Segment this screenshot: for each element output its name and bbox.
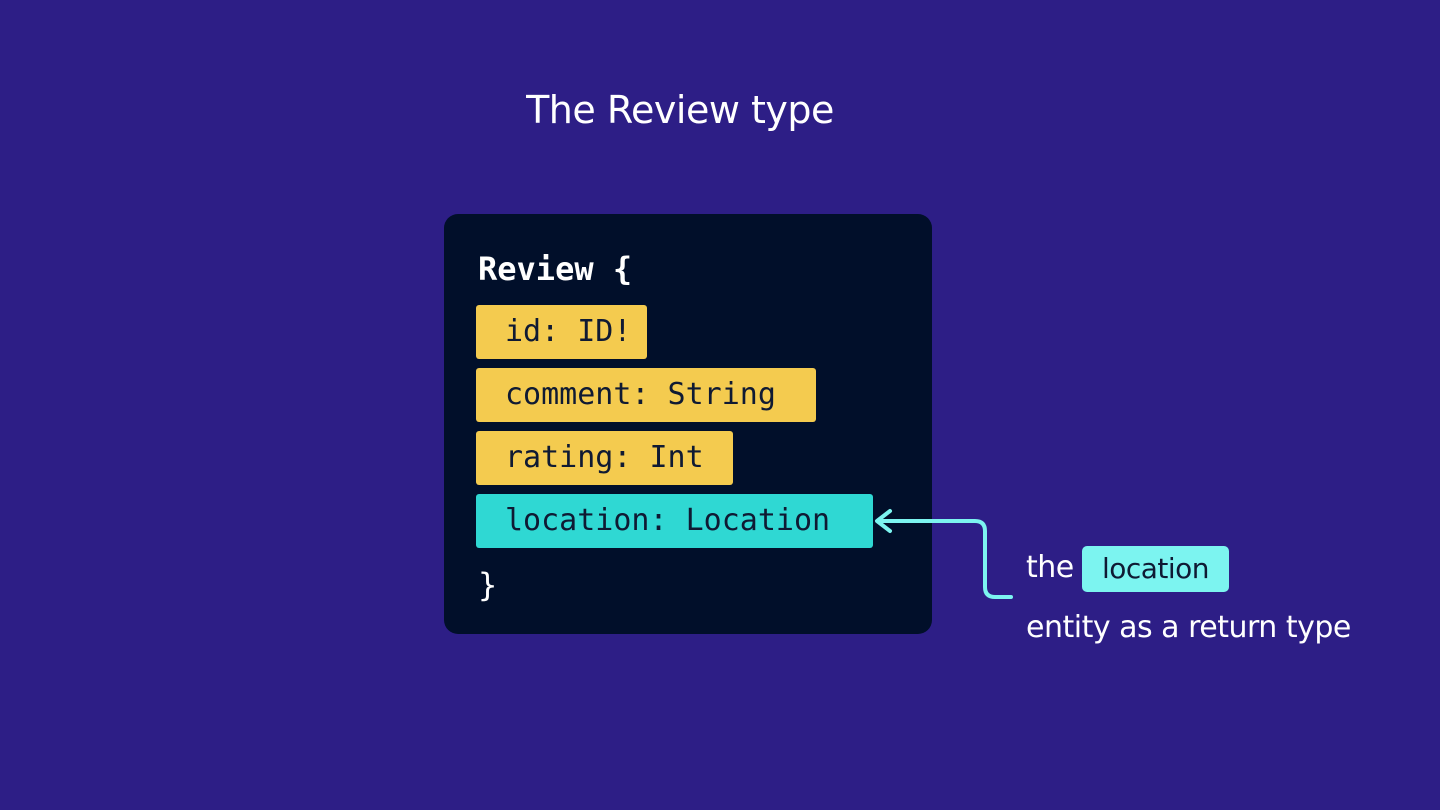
closing-brace: }: [478, 566, 498, 604]
field-rating: rating: Int: [476, 431, 733, 485]
slide-title: The Review type: [526, 88, 834, 132]
annotation-location-chip: location: [1082, 546, 1229, 592]
type-declaration: Review {: [478, 250, 633, 288]
annotation-caption: entity as a return type: [1026, 610, 1351, 645]
annotation-word-the: the: [1026, 550, 1074, 585]
field-id: id: ID!: [476, 305, 647, 359]
code-card: [444, 214, 932, 634]
field-comment: comment: String: [476, 368, 816, 422]
field-location: location: Location: [476, 494, 873, 548]
